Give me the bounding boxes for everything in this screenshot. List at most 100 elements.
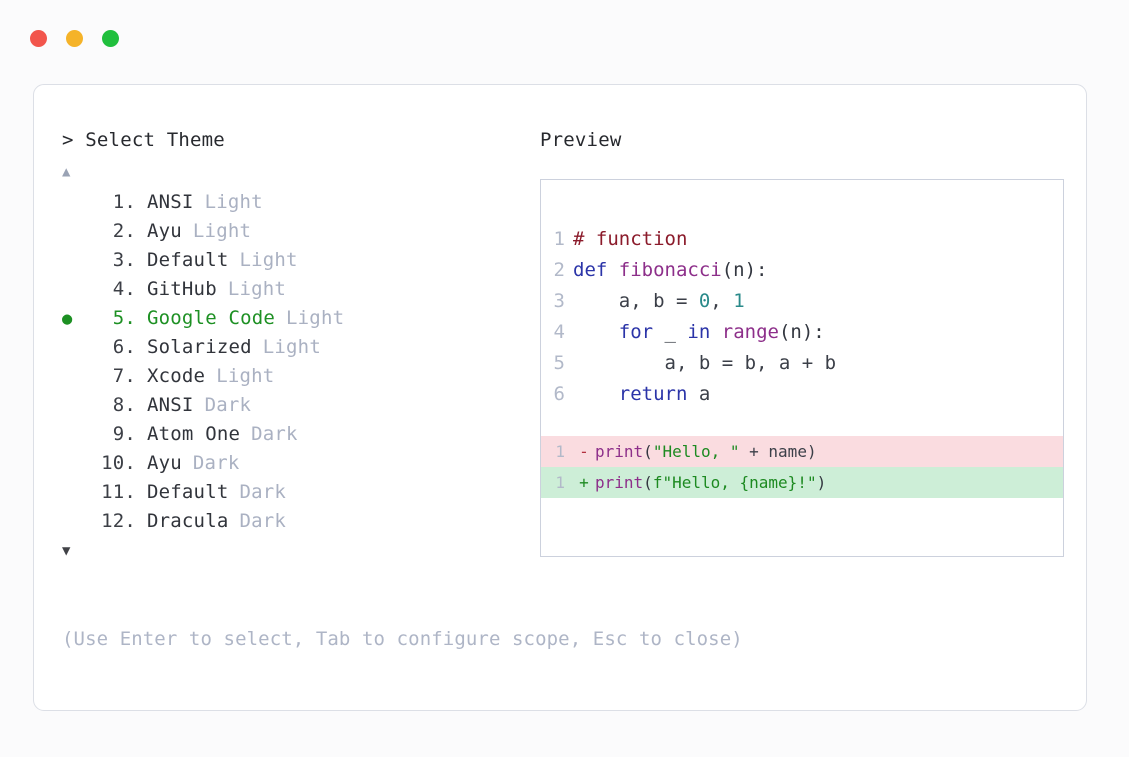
- theme-item-variant: Light: [262, 336, 321, 358]
- code-token: [573, 321, 619, 343]
- code-token: def: [573, 259, 619, 281]
- theme-item-variant: Dark: [239, 510, 287, 532]
- code-line-content: # function: [573, 224, 687, 255]
- diff-marker: +: [579, 473, 589, 492]
- code-token: 0: [698, 290, 711, 312]
- code-token: (: [643, 473, 653, 492]
- code-line: 4 for _ in range(n):: [541, 317, 1063, 348]
- code-token: # function: [573, 228, 688, 250]
- code-line: 1 # function: [541, 224, 1063, 255]
- theme-item-name: Default: [147, 481, 229, 503]
- code-preview-box: 1 # function 2 def fibonacci(n): 3 a, b = 0,…: [540, 179, 1064, 557]
- line-number: 2: [553, 259, 565, 281]
- bullet-placeholder: ●: [62, 363, 88, 392]
- code-token: in: [687, 321, 711, 343]
- code-token: ): [816, 473, 827, 492]
- theme-item-index: 11.: [101, 481, 136, 503]
- maximize-window-button[interactable]: [102, 30, 119, 47]
- theme-item-name: Dracula: [147, 510, 229, 532]
- diff-line-content: print(f"Hello, {name}!"): [595, 467, 826, 498]
- diff-sample: 1-print("Hello, " + name)1+print(f"Hello…: [541, 436, 1063, 498]
- theme-item-variant: Light: [204, 191, 263, 213]
- code-token: _: [653, 321, 688, 343]
- line-number: 6: [553, 383, 565, 405]
- theme-item-index: 8.: [112, 394, 136, 416]
- diff-removed-line: 1-print("Hello, " + name): [541, 436, 1063, 467]
- theme-item-index: 10.: [101, 452, 136, 474]
- code-sample: 1 # function 2 def fibonacci(n): 3 a, b = 0,…: [541, 180, 1063, 410]
- code-token: fibonacci: [618, 259, 722, 281]
- selected-bullet-icon: ●: [62, 309, 73, 329]
- theme-item-index: 5.: [112, 307, 136, 329]
- keyboard-hint: (Use Enter to select, Tab to configure s…: [62, 628, 743, 650]
- code-line: 6 return a: [541, 379, 1063, 410]
- close-window-button[interactable]: [30, 30, 47, 47]
- theme-item-index: 2.: [112, 220, 136, 242]
- window-controls: [30, 30, 119, 47]
- line-number: 3: [553, 290, 565, 312]
- code-token: return: [618, 383, 688, 405]
- theme-item-variant: Light: [239, 249, 298, 271]
- theme-selector-card: > Select Theme ▲ ●1.ANSILight●2.AyuLight…: [33, 84, 1087, 711]
- theme-item-index: 3.: [112, 249, 136, 271]
- theme-item-variant: Light: [192, 220, 252, 242]
- code-line: 2 def fibonacci(n):: [541, 255, 1063, 286]
- bullet-placeholder: ●: [62, 189, 88, 218]
- scroll-up-icon[interactable]: ▲: [62, 164, 71, 180]
- bullet-placeholder: ●: [62, 218, 88, 247]
- diff-line-content: print("Hello, " + name): [595, 436, 817, 467]
- diff-marker: -: [579, 442, 589, 461]
- code-line-content: for _ in range(n):: [573, 317, 825, 348]
- code-token: a: [687, 383, 711, 405]
- bullet-placeholder: ●: [62, 479, 88, 508]
- line-number: 1: [555, 473, 565, 492]
- code-line: 3 a, b = 0, 1: [541, 286, 1063, 317]
- theme-item-index: 7.: [112, 365, 136, 387]
- theme-item-variant: Light: [216, 365, 275, 387]
- code-token: (n):: [721, 259, 768, 281]
- code-token: f"Hello, {name}!": [652, 473, 817, 492]
- code-token: a, b =: [573, 290, 699, 312]
- minimize-window-button[interactable]: [66, 30, 83, 47]
- theme-list-item[interactable]: ● 1. ANSI Light: [62, 188, 532, 217]
- bullet-placeholder: ●: [62, 421, 88, 450]
- theme-list-item[interactable]: ● 5. Google Code Light: [62, 304, 532, 333]
- scroll-down-icon[interactable]: ▼: [62, 543, 71, 559]
- code-token: print: [595, 473, 644, 492]
- theme-list[interactable]: ●1.ANSILight●2.AyuLight●3.DefaultLight●4…: [62, 188, 532, 536]
- code-line: 5 a, b = b, a + b: [541, 348, 1063, 379]
- theme-item-index: 6.: [112, 336, 136, 358]
- select-theme-prompt: > Select Theme: [62, 129, 225, 151]
- theme-item-name: Ayu: [147, 220, 182, 242]
- code-token: (: [643, 442, 653, 461]
- bullet-placeholder: ●: [62, 247, 88, 276]
- theme-item-index: 4.: [112, 278, 136, 300]
- bullet-placeholder: ●: [62, 508, 88, 537]
- theme-item-index: 1.: [112, 191, 136, 213]
- line-number: 1: [553, 228, 565, 250]
- diff-added-line: 1 + print(f"Hello, {name}!"): [541, 467, 1063, 498]
- line-number: 4: [553, 321, 565, 343]
- theme-item-name: ANSI: [147, 191, 194, 213]
- code-token: [710, 321, 721, 343]
- theme-item-variant: Dark: [251, 423, 298, 445]
- theme-item-name: Google Code: [147, 307, 276, 329]
- theme-item-variant: Light: [286, 307, 345, 329]
- code-token: print: [595, 442, 644, 461]
- card-columns: > Select Theme ▲ ●1.ANSILight●2.AyuLight…: [34, 85, 1086, 710]
- code-token: a, b = b, a + b: [573, 352, 837, 374]
- line-number: 5: [553, 352, 565, 374]
- theme-item-name: Atom One: [147, 423, 241, 445]
- theme-list-item[interactable]: ● 2. Ayu Light: [62, 217, 532, 246]
- theme-selector-pane: > Select Theme ▲ ●1.ANSILight●2.AyuLight…: [62, 131, 532, 560]
